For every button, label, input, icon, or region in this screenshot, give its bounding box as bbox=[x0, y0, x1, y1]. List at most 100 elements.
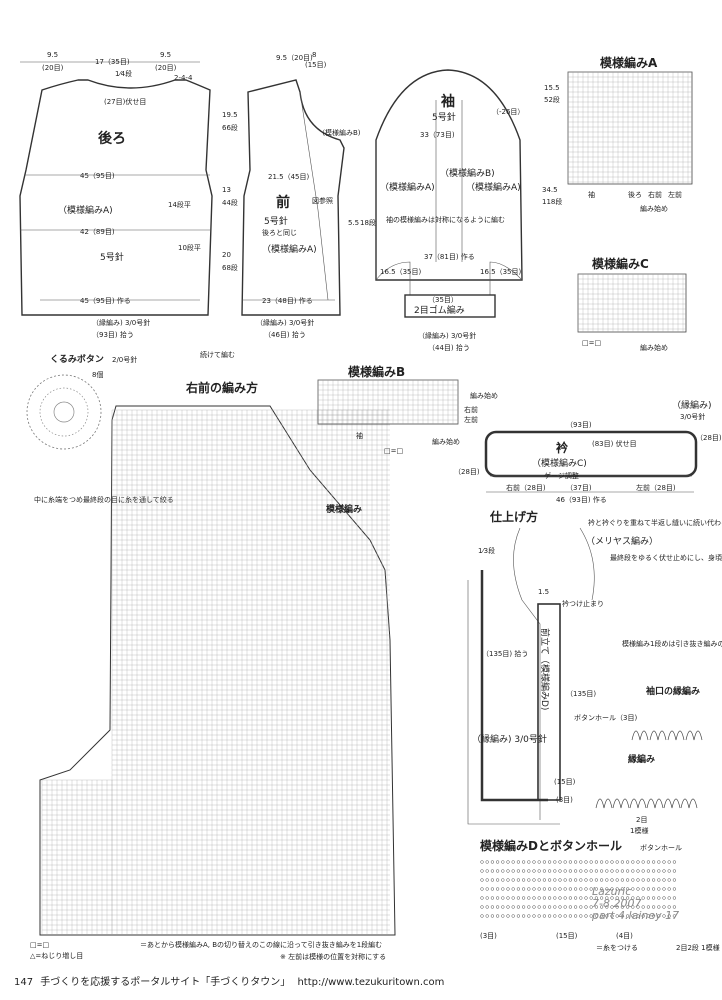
back-piece: 後ろ （模様編みA) 5号針 9.5 (20目) 17（35目) 9.5 (20… bbox=[19, 51, 213, 339]
back-center-width: 17（35目) bbox=[95, 58, 130, 66]
finishing-pickup-right: （135目) bbox=[566, 690, 596, 698]
front-figure-ref: 図参照 bbox=[312, 196, 333, 205]
stitch-mark bbox=[532, 896, 536, 900]
sleeve-pattern-center: （模様編みB) bbox=[440, 167, 495, 179]
stitch-mark bbox=[651, 887, 656, 891]
stitch-mark bbox=[542, 896, 547, 900]
stitch-mark bbox=[563, 887, 567, 891]
button-title: くるみボタン bbox=[50, 353, 104, 365]
pattern-a-chart: 模様編みA 袖 後ろ 右前 左前 編み始め bbox=[567, 55, 693, 213]
page-number: 147 bbox=[14, 977, 34, 988]
stitch-mark bbox=[537, 869, 541, 873]
stitch-mark bbox=[495, 878, 500, 882]
stitch-mark bbox=[501, 878, 505, 882]
stitch-mark bbox=[646, 896, 651, 900]
stitch-mark bbox=[579, 860, 583, 864]
pattern-c-title: 模様編みC bbox=[592, 256, 649, 271]
stitch-mark bbox=[553, 860, 557, 864]
stitch-mark bbox=[480, 896, 484, 900]
front-border-pickup: （46目) 拾う bbox=[264, 330, 306, 339]
stitch-mark bbox=[558, 860, 562, 864]
front-neck-width: 9.5（20目) bbox=[276, 54, 313, 62]
sleeve-rows-lower: 18段 bbox=[360, 218, 376, 227]
page-footer: 147 手づくりを応援するポータルサイト「手づくりタウン」 http://www… bbox=[14, 973, 448, 988]
stitch-mark bbox=[511, 896, 515, 900]
stitch-mark bbox=[573, 860, 578, 864]
sleeve-cap-sts: （-26目） bbox=[492, 108, 524, 116]
stitch-mark bbox=[490, 860, 495, 864]
stitch-mark bbox=[485, 869, 489, 873]
pattern-c-legend: □=□ bbox=[582, 339, 601, 347]
stitch-mark bbox=[657, 878, 661, 882]
sleeve-rows-total: 118段 bbox=[542, 197, 562, 206]
stitch-mark bbox=[480, 869, 484, 873]
stitch-mark bbox=[490, 887, 495, 891]
stitch-mark bbox=[537, 887, 541, 891]
collar-left-sts: （28目) bbox=[454, 468, 480, 476]
stitch-mark bbox=[547, 905, 552, 909]
front-width-hem: 23（48目) 作る bbox=[262, 296, 313, 305]
stitch-mark bbox=[620, 878, 625, 882]
stitch-mark bbox=[521, 914, 526, 918]
cuff-border-title: 袖口の縁編み bbox=[645, 685, 700, 697]
sleeve-title: 袖 bbox=[441, 93, 455, 110]
stitch-mark bbox=[615, 896, 619, 900]
collar-gauge: ゲージ調整 bbox=[544, 471, 579, 480]
sleeve-piece: 袖 5号針 33（73目) （模様編みA) （模様編みB) （模様編みA) 袖の… bbox=[348, 69, 562, 352]
stitch-mark bbox=[511, 905, 515, 909]
front-note-same-back: 後ろと同じ bbox=[262, 228, 297, 237]
stitch-mark bbox=[547, 860, 552, 864]
stitch-mark bbox=[558, 896, 562, 900]
pattern-b-label-left-front: 左前 bbox=[464, 415, 478, 424]
watermark-line-1: Lazuric bbox=[592, 885, 632, 898]
stitch-mark bbox=[579, 905, 583, 909]
stitch-mark bbox=[501, 905, 505, 909]
finishing-buttonhole: ボタンホール（3目) bbox=[574, 713, 637, 722]
stitch-mark bbox=[594, 905, 599, 909]
back-bind-off: (27目)伏せ目 bbox=[104, 97, 146, 106]
sleeve-sym-note: 袖の模様編みは対称になるように編む bbox=[386, 215, 505, 224]
stitch-mark bbox=[610, 914, 614, 918]
right-front-title: 右前の編み方 bbox=[185, 380, 258, 395]
stitch-mark bbox=[605, 887, 609, 891]
stitch-mark bbox=[631, 869, 635, 873]
stitch-mark bbox=[631, 878, 635, 882]
front-height-1: 19.5 bbox=[222, 111, 238, 119]
stitch-mark bbox=[563, 869, 567, 873]
stitch-mark bbox=[480, 878, 484, 882]
back-width-chest: 45（95目) bbox=[80, 172, 115, 180]
stitch-mark bbox=[579, 869, 583, 873]
stitch-mark bbox=[563, 860, 567, 864]
stitch-mark bbox=[537, 878, 541, 882]
stitch-mark bbox=[599, 896, 604, 900]
back-title: 後ろ bbox=[98, 130, 126, 147]
stitch-mark bbox=[579, 887, 583, 891]
stitch-mark bbox=[631, 860, 635, 864]
stitch-mark bbox=[537, 914, 541, 918]
stitch-mark bbox=[490, 878, 495, 882]
stitch-mark bbox=[584, 860, 588, 864]
finishing-sts-3: (3目) bbox=[556, 796, 573, 804]
stitch-mark bbox=[610, 905, 614, 909]
sleeve-pattern-right: （模様編みA) bbox=[466, 181, 521, 193]
stitch-mark bbox=[605, 860, 609, 864]
stitch-mark bbox=[641, 896, 645, 900]
pattern-d-sts-15: (15目) bbox=[556, 932, 578, 940]
sleeve-cuff-right: 16.5（35目) bbox=[480, 268, 521, 276]
stitch-mark bbox=[516, 896, 521, 900]
stitch-mark bbox=[605, 896, 609, 900]
pattern-d-title: 模様編みDとボタンホール bbox=[480, 838, 622, 853]
stitch-mark bbox=[667, 914, 671, 918]
stitch-mark bbox=[657, 905, 661, 909]
stitch-mark bbox=[662, 869, 666, 873]
collar-start: 編み始め bbox=[432, 437, 460, 446]
front-border: （縁編み) 3/0号針 bbox=[256, 318, 314, 327]
stitch-mark bbox=[485, 914, 489, 918]
stitch-mark bbox=[547, 878, 552, 882]
stitch-mark bbox=[501, 896, 505, 900]
stitch-mark bbox=[589, 905, 593, 909]
stitch-mark bbox=[651, 869, 656, 873]
crochet-loop bbox=[680, 798, 698, 809]
stitch-mark bbox=[480, 914, 484, 918]
stitch-mark bbox=[636, 914, 640, 918]
